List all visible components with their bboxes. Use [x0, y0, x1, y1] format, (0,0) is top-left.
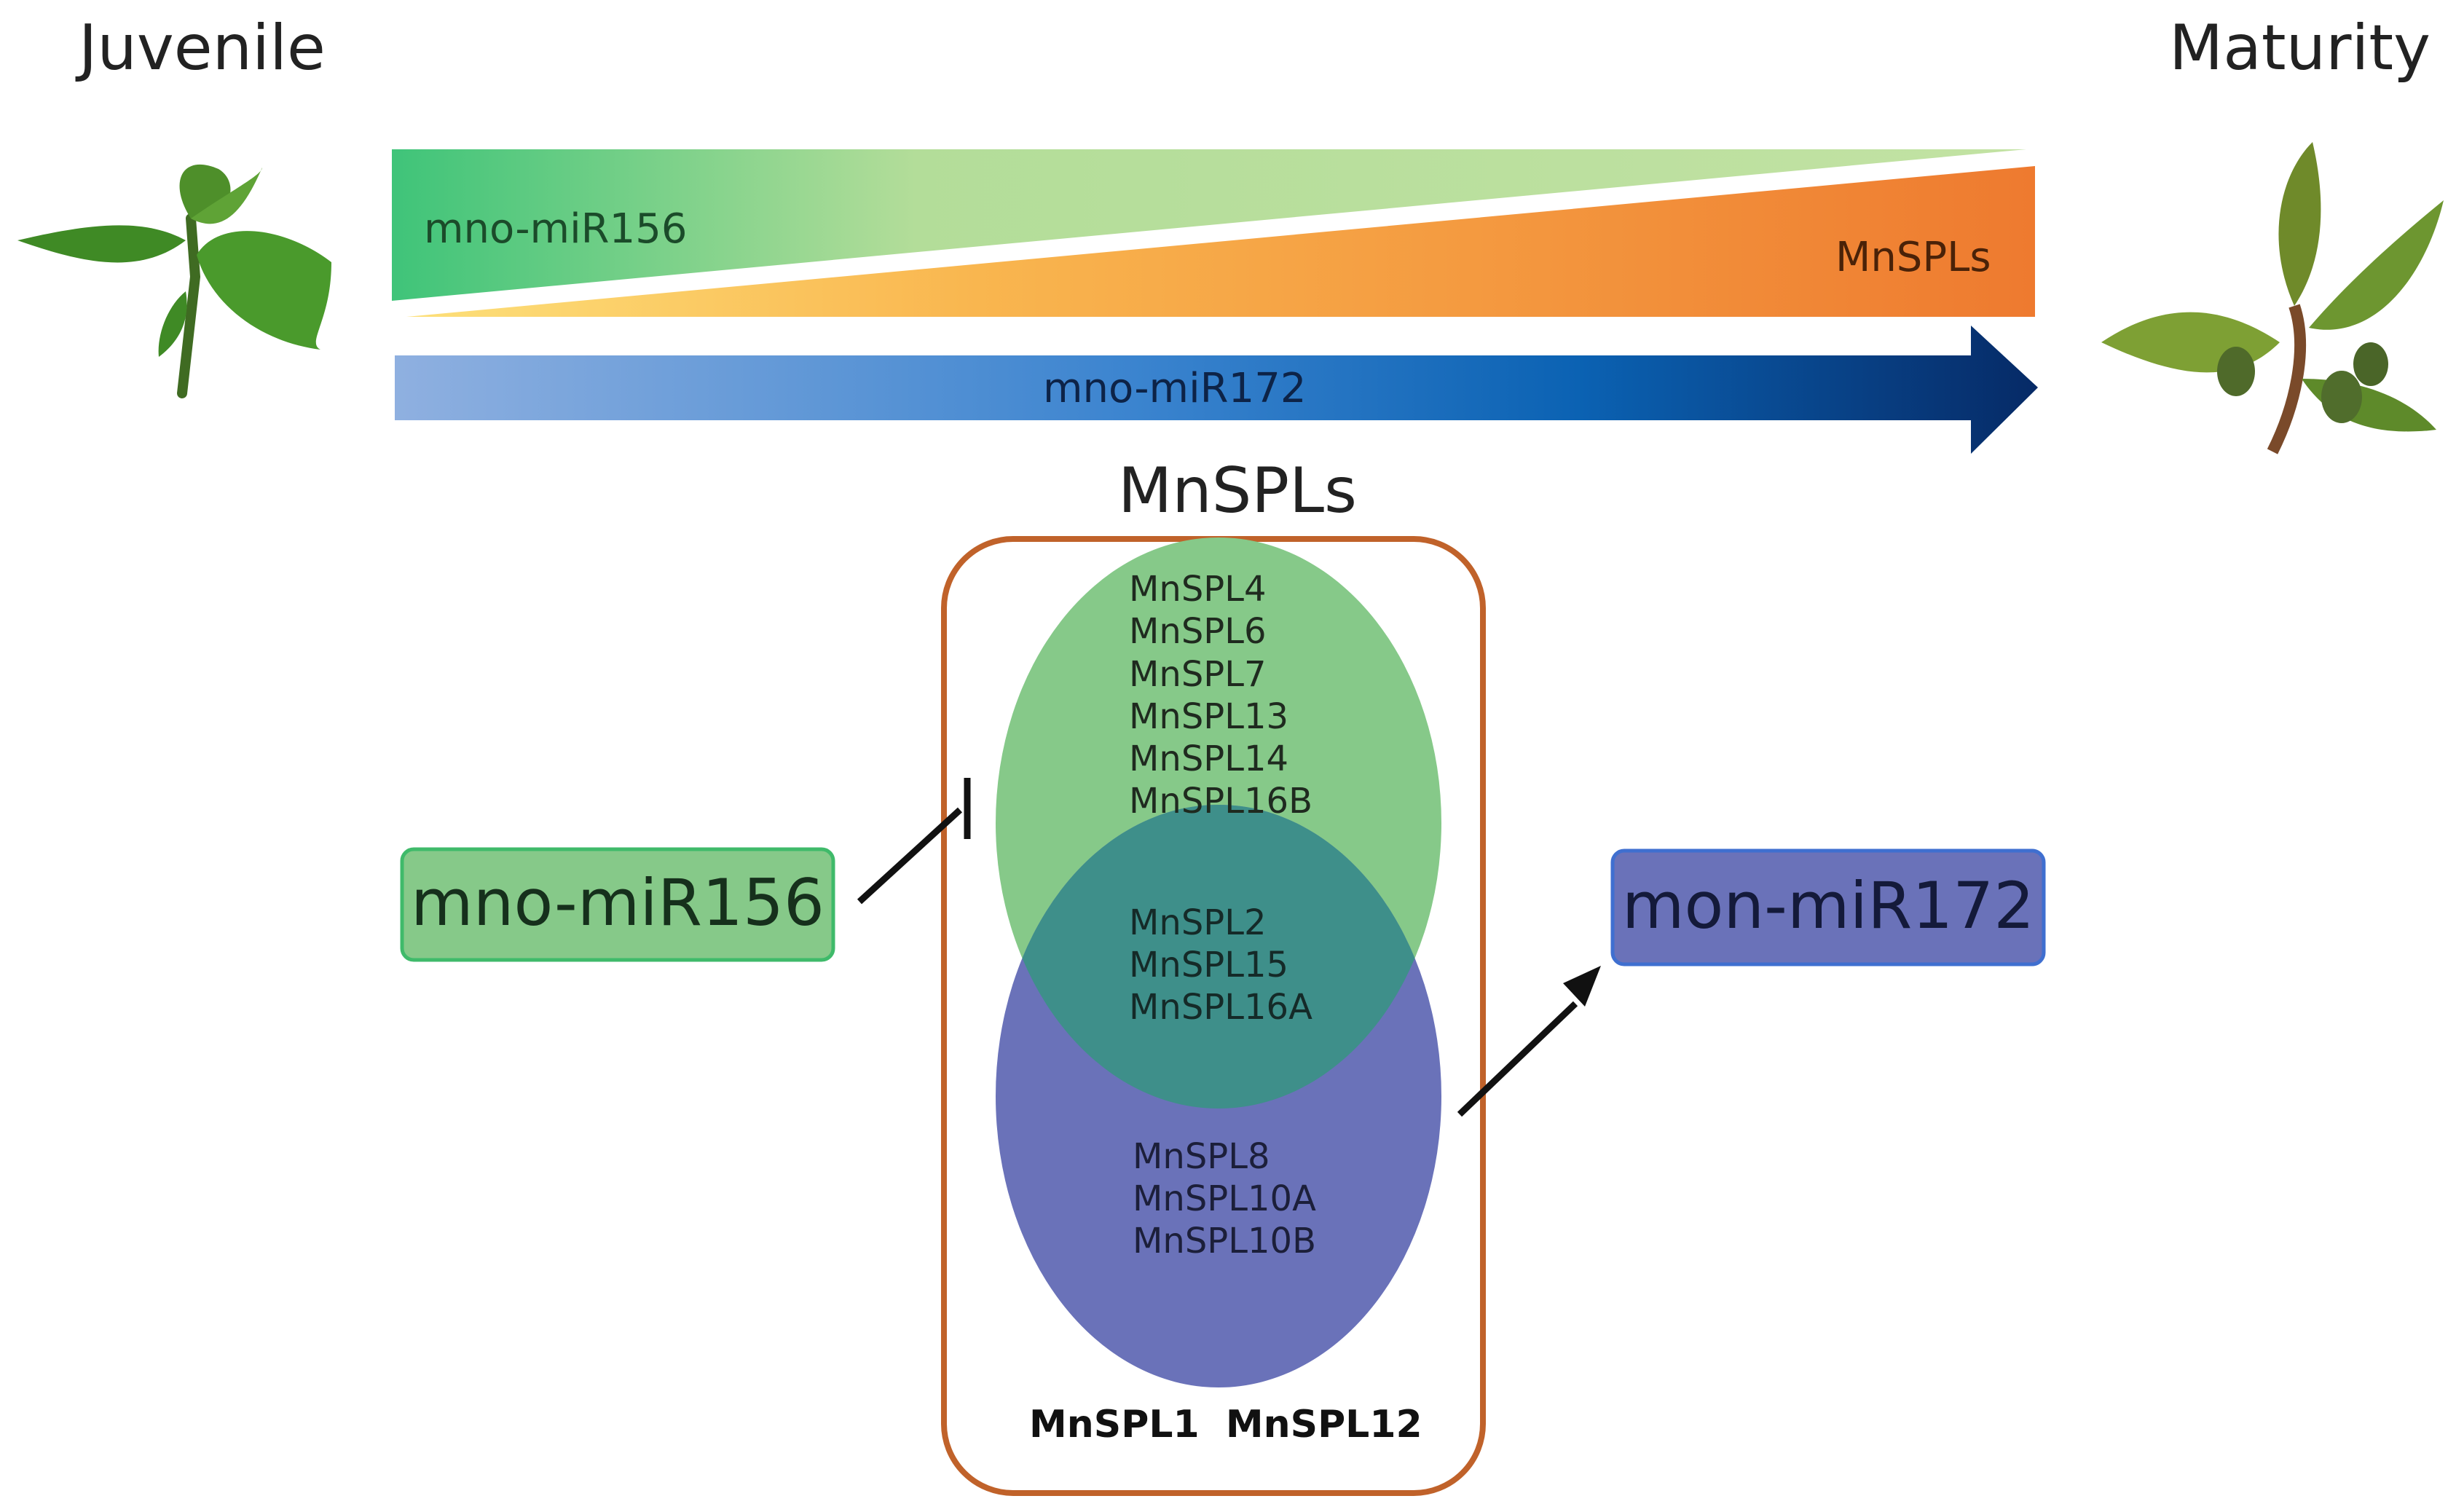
juvenile-label: Juvenile — [75, 12, 326, 84]
activation-arrowhead — [1563, 966, 1601, 1007]
gene-label: MnSPL10A — [1133, 1178, 1316, 1219]
mir156-box-label: mno-miR156 — [411, 865, 824, 940]
gene-label: MnSPL4 — [1129, 569, 1267, 610]
venn-overlap-region — [996, 805, 1441, 1109]
gene-label: MnSPL16B — [1129, 781, 1312, 822]
mir172-box — [1610, 848, 2046, 966]
mnspls-gradient-label: MnSPLs — [1835, 234, 1991, 281]
activation-line — [1457, 1001, 1578, 1117]
mir172-gradient-label: mno-miR172 — [1043, 365, 1306, 412]
green-only-gene-list: MnSPL4 MnSPL6 MnSPL7 MnSPL13 MnSPL14 MnS… — [1129, 569, 1312, 822]
mir156-gradient-wedge — [392, 149, 2026, 301]
mir156-gradient-label: mno-miR156 — [424, 205, 687, 253]
outside-gene-list: MnSPL1 MnSPL12 — [1029, 1403, 1422, 1446]
mir172-gradient-arrow — [395, 326, 2038, 454]
gene-label: MnSPL8 — [1133, 1136, 1270, 1177]
gene-label: MnSPL16A — [1129, 987, 1312, 1028]
venn-title: MnSPLs — [1118, 454, 1357, 527]
gene-label: MnSPL2 — [1129, 902, 1267, 943]
blue-only-gene-list: MnSPL8 MnSPL10A MnSPL10B — [1133, 1136, 1316, 1261]
gene-label: MnSPL6 — [1129, 611, 1267, 652]
inhibition-line — [857, 807, 963, 905]
mir172-box-label: mon-miR172 — [1622, 868, 2034, 943]
gene-label: MnSPL10B — [1133, 1221, 1316, 1261]
gene-label: MnSPL7 — [1129, 654, 1267, 695]
overlap-gene-list: MnSPL2 MnSPL15 MnSPL16A — [1129, 902, 1312, 1028]
mature-leaf-icon — [2101, 142, 2444, 454]
mir156-box — [400, 847, 835, 962]
gene-label: MnSPL13 — [1129, 696, 1288, 737]
gene-label: MnSPL15 — [1129, 945, 1288, 985]
gene-label: MnSPL14 — [1129, 739, 1288, 779]
juvenile-leaf-icon — [17, 164, 331, 398]
maturity-label: Maturity — [2169, 12, 2431, 84]
mnspls-gradient-wedge — [406, 166, 2035, 317]
